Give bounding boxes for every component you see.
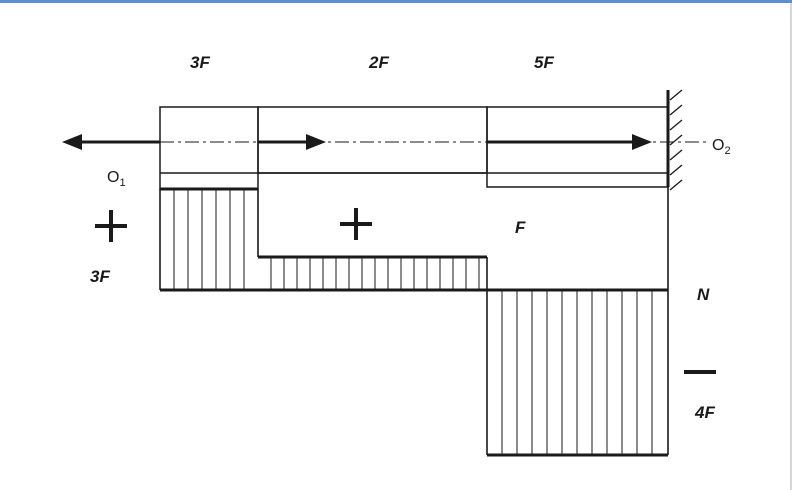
plus-sign-2 <box>340 208 372 240</box>
rod <box>159 106 669 190</box>
hatch-region-2 <box>270 257 480 290</box>
n-value-neg: 4F <box>694 403 715 422</box>
n-value-left: 3F <box>90 267 110 286</box>
arrowhead-left-icon <box>62 134 82 150</box>
arrowhead-right-icon <box>632 134 652 150</box>
rod-segment-1 <box>159 106 259 190</box>
n-value-mid: F <box>515 218 526 237</box>
plus-sign-1 <box>95 210 127 242</box>
axis-origin-label: O1 <box>107 169 126 189</box>
window-right-border <box>790 3 792 490</box>
hatch-region-1 <box>173 189 245 290</box>
force-label-3: 5F <box>534 53 554 72</box>
force-arrows <box>62 134 652 150</box>
window-top-border <box>0 0 792 3</box>
axis-end-subscript: 2 <box>724 145 730 157</box>
rod-segment-2 <box>257 106 488 174</box>
rod-segment-3 <box>486 106 669 188</box>
axis-end-label: O2 <box>712 137 731 157</box>
arrowhead-right-icon <box>306 134 326 150</box>
hatch-region-3 <box>501 290 653 455</box>
force-label-2: 2F <box>368 53 389 72</box>
wall-support <box>666 89 683 191</box>
axis-origin-subscript: 1 <box>119 177 125 189</box>
n-diagram <box>159 187 669 457</box>
n-axis-name: N <box>697 285 710 304</box>
force-label-1: 3F <box>190 53 210 72</box>
